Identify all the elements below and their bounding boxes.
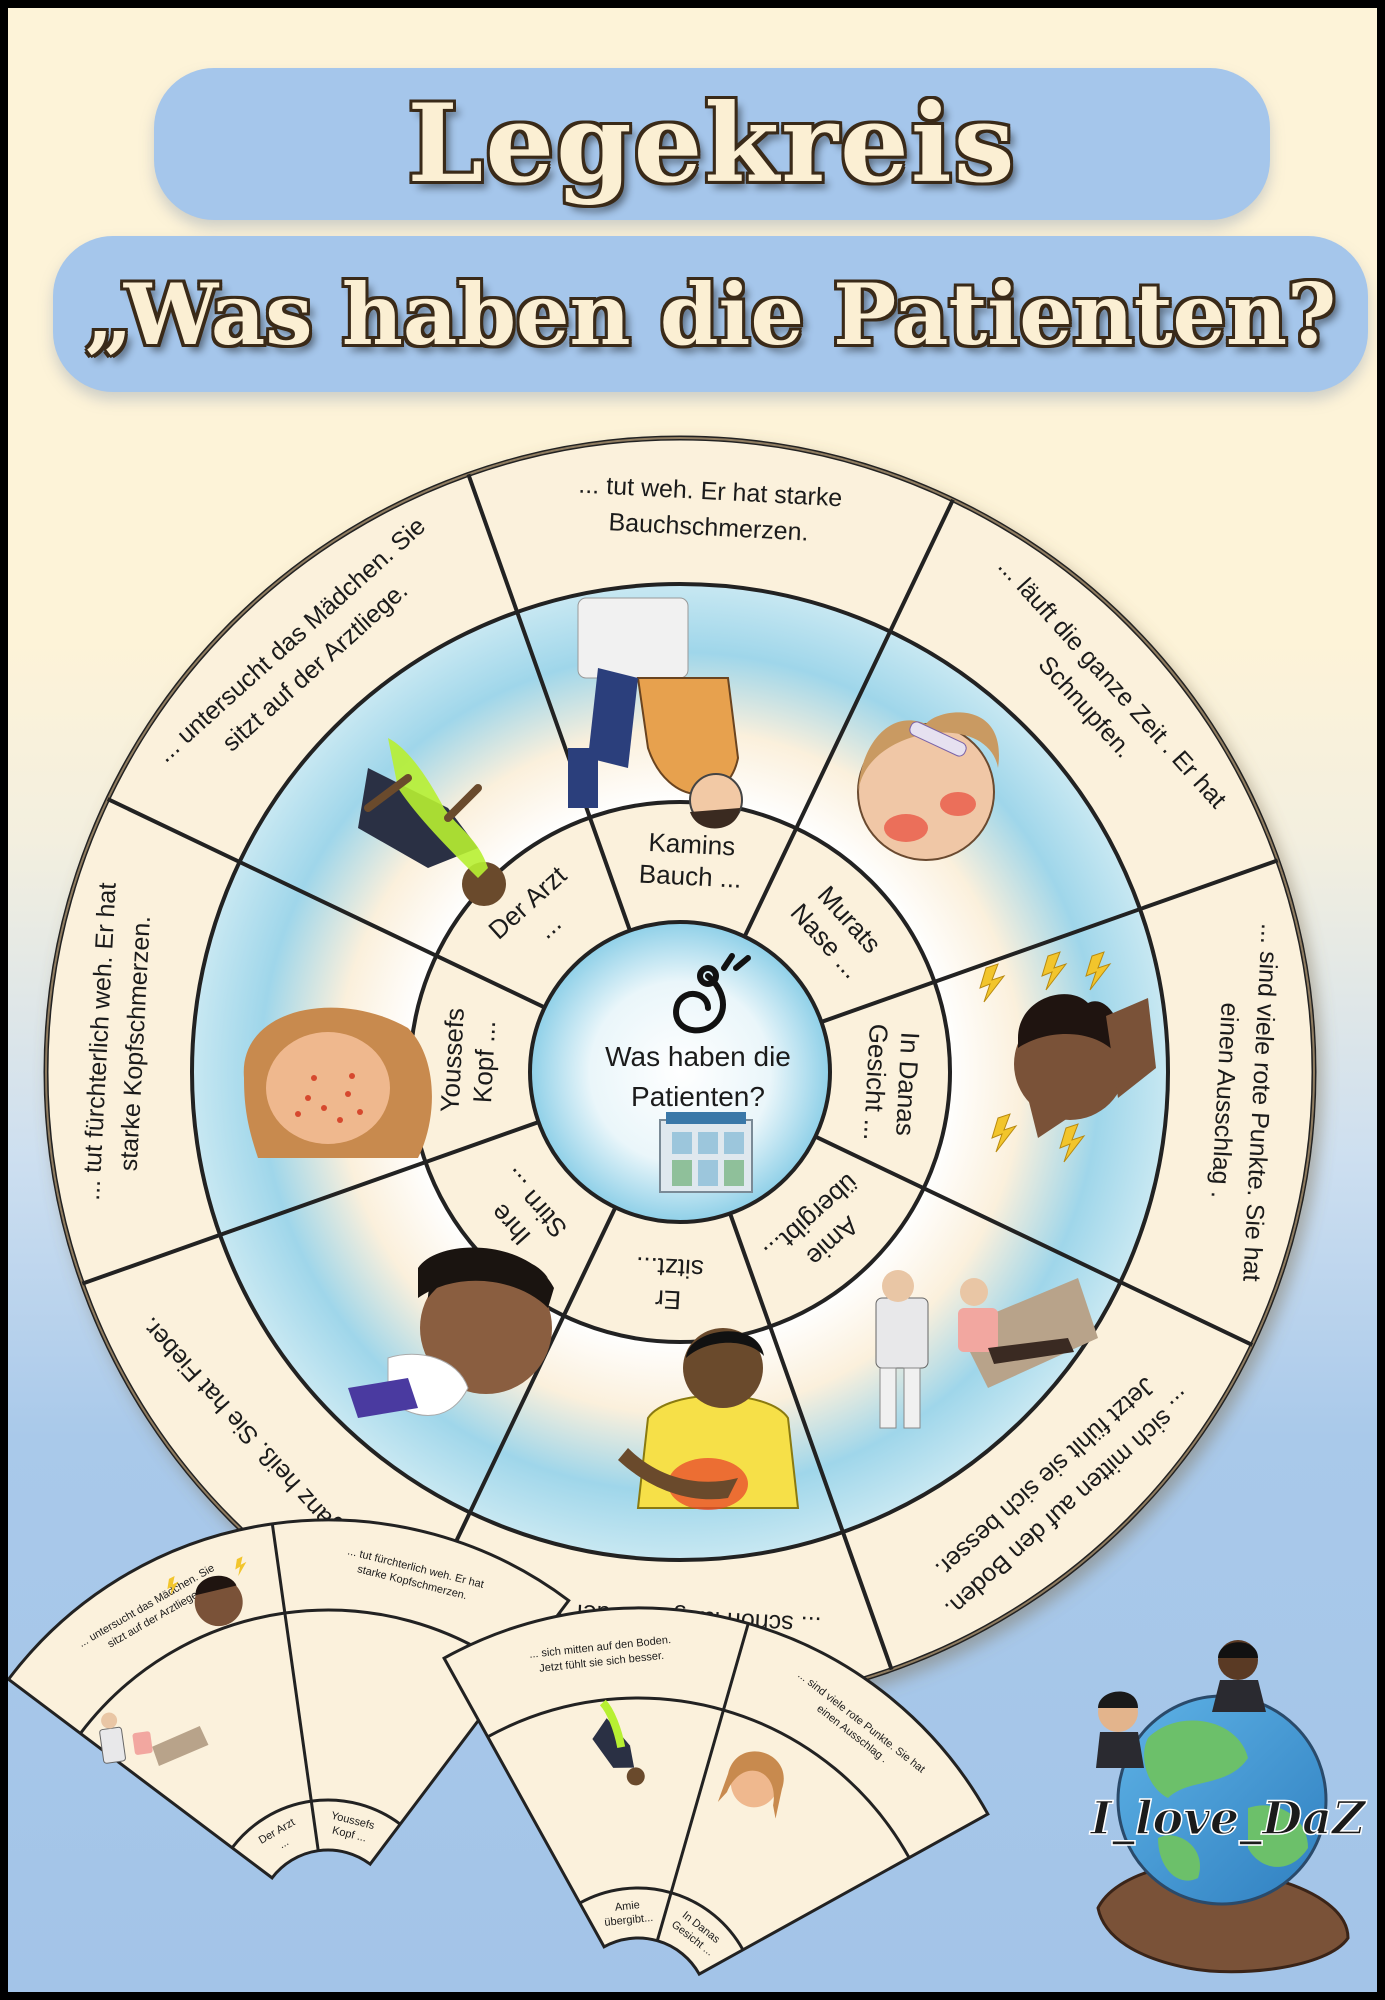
legekreis-wheel: Was haben die Patienten? Ersitzt...IhreS… [43,435,1317,1709]
piece-divider [655,1623,750,1942]
inner-sector-label: Kamins [648,827,736,861]
piece-inner-label: Amie [614,1899,640,1914]
center-line-1: Was haben die [605,1041,791,1072]
stethoscope-icon [673,953,751,1034]
piece-divider [270,1523,320,1851]
fever-patient-illustration [857,712,999,861]
toilet-patient-illustration [568,597,743,829]
piece-inner-label: übergibt... [604,1912,654,1929]
inner-sector-label: sitzt... [635,1251,704,1285]
sector-divider [106,797,546,1010]
title: Legekreis [407,81,1017,207]
inner-sector-label: In Danas [890,1031,925,1137]
sector-divider [728,1212,894,1671]
subtitle: „Was haben die Patienten? [84,264,1337,364]
title-banner: Legekreis [154,68,1270,220]
i-love-daz-logo: I_love_DaZ [1088,1640,1368,1974]
headache-patient-illustration [979,951,1156,1163]
sector-divider [81,1120,540,1286]
inner-sector-label: Youssefs [434,1007,469,1113]
inner-sector-label: Kopf ... [467,1020,501,1104]
vomiting-patient-illustration [358,738,506,906]
piece2-rash-illustration [717,1751,784,1819]
logo-text: I_love_DaZ [1089,1791,1367,1845]
doctor-office-icon [659,1112,753,1193]
sector-divider [820,858,1279,1024]
sector-divider [466,473,632,932]
piece1-headache-illustration [167,1556,247,1627]
rash-patient-illustration [243,1007,432,1158]
runny-nose-patient-illustration [348,1247,554,1418]
piece2-vomit-illustration [592,1699,645,1786]
stomachache-patient-illustration [618,1328,800,1510]
doctor-exam-illustration [875,1270,1098,1429]
sector-divider [814,1134,1254,1347]
piece1-doctor-illustration [99,1712,209,1767]
sector-divider [742,498,955,938]
piece-outline [442,1606,990,1977]
inner-sector-label: Bauch ... [638,858,742,893]
center-circle [528,920,832,1224]
inner-sector-label: Er [654,1284,682,1315]
wheel-artwork: Was haben die Patienten? Ersitzt...IhreS… [8,435,1368,1977]
piece-outline [8,1518,571,1880]
center-line-2: Patienten? [631,1081,765,1112]
inner-sector-label: Gesicht ... [858,1023,894,1141]
subtitle-banner: „Was haben die Patienten? [53,236,1368,392]
